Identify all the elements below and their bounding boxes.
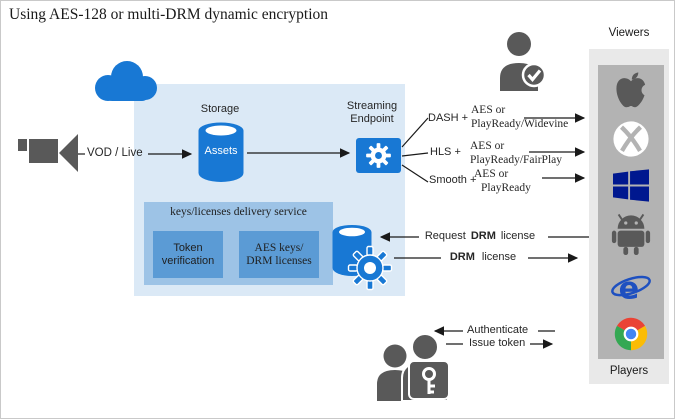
assets-cylinder-icon	[198, 122, 244, 182]
keys-gear-icon	[347, 245, 393, 291]
chrome-icon	[614, 317, 648, 351]
vod-live-label: VOD / Live	[87, 147, 143, 159]
players-panel: e Players	[589, 49, 669, 384]
apple-icon	[616, 72, 648, 108]
issue-token-label: Issue token	[469, 337, 526, 349]
android-icon	[611, 214, 651, 256]
windows-icon	[613, 169, 649, 202]
gear-icon	[366, 143, 391, 168]
assets-label: Assets	[204, 145, 238, 157]
authenticate-label: Authenticate	[467, 324, 529, 336]
storage-label: Storage	[200, 103, 240, 115]
players-label: Players	[609, 365, 649, 377]
cloud-icon	[95, 61, 157, 101]
aes-keys-label: AES keys/DRM licenses	[246, 241, 312, 267]
protocol-name-hls: HLS +	[430, 146, 461, 158]
keys-service-title: keys/licenses delivery service	[170, 206, 307, 218]
protocol-name-dash: DASH +	[428, 112, 469, 124]
video-camera-icon	[18, 134, 78, 172]
users-key-icon	[377, 333, 450, 401]
user-check-icon	[500, 32, 546, 91]
xbox-icon	[613, 121, 649, 157]
internet-explorer-icon: e	[611, 271, 651, 306]
diagram-title: Using AES-128 or multi-DRM dynamic encry…	[9, 6, 329, 23]
players-panel-inner: e	[598, 65, 664, 359]
streaming-endpoint-icon	[356, 138, 401, 173]
endpoint-fanout-lines	[401, 117, 429, 183]
protocol-name-smooth: Smooth +	[429, 174, 477, 186]
aes-keys-box: AES keys/DRM licenses	[239, 231, 319, 278]
viewers-label: Viewers	[608, 27, 650, 39]
